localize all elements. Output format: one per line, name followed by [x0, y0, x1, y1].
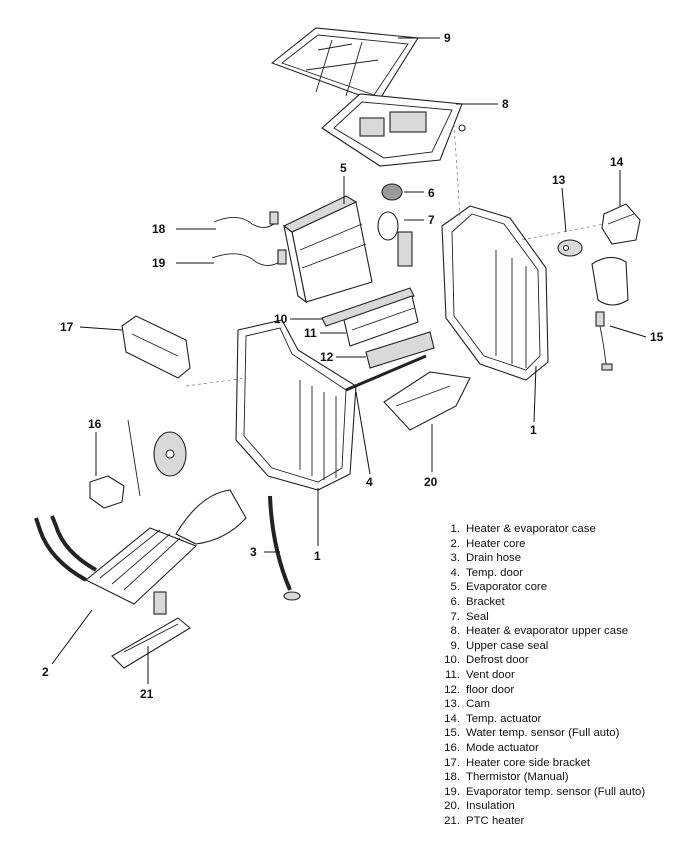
legend-item: 9.Upper case seal — [450, 639, 549, 652]
part-ptc-heater — [111, 591, 191, 669]
part-duct-right — [591, 256, 629, 306]
callout-16: 16 — [88, 417, 102, 431]
part-bracket — [381, 183, 403, 201]
part-vent-door — [343, 295, 419, 347]
part-evaporator-temp-sensor — [211, 249, 287, 266]
callout-4: 4 — [366, 475, 373, 489]
callout-8: 8 — [502, 97, 509, 111]
callout-10: 10 — [274, 312, 288, 326]
callout-19: 19 — [152, 256, 166, 270]
part-cam — [557, 239, 583, 257]
callout-17: 17 — [60, 320, 74, 334]
part-heater-core — [34, 515, 198, 605]
part-mode-actuator — [89, 419, 187, 509]
callout-11: 11 — [304, 326, 317, 340]
callout-21: 21 — [140, 687, 154, 701]
legend-item: 11.Vent door — [445, 668, 515, 681]
callout-9: 9 — [444, 31, 451, 45]
part-heater-evaporator-case-left — [235, 319, 357, 491]
legend-item: 3.Drain hose — [450, 552, 522, 565]
callout-15: 15 — [650, 330, 664, 344]
callout-14: 14 — [610, 155, 624, 169]
callout-12: 12 — [320, 350, 334, 364]
callout-5: 5 — [340, 161, 347, 175]
part-heater-evaporator-case-right — [441, 205, 549, 381]
callout-2: 2 — [42, 665, 49, 679]
legend-item: 19.Evaporator temp. sensor (Full auto) — [444, 785, 646, 798]
part-temp-door — [345, 354, 427, 392]
part-seal — [377, 211, 413, 267]
parts-legend: 1.Heater & evaporator case 2.Heater core… — [438, 522, 698, 828]
legend-item: 16.Mode actuator — [444, 741, 539, 754]
part-insulation — [383, 371, 471, 431]
part-upper-case-seal — [270, 27, 419, 103]
legend-item: 20.Insulation — [444, 800, 515, 813]
part-evaporator-core — [282, 195, 373, 304]
callout-20: 20 — [424, 475, 438, 489]
part-temp-actuator — [601, 203, 641, 245]
legend-item: 18.Thermistor (Manual) — [444, 771, 569, 784]
callout-1-left: 1 — [314, 549, 321, 563]
part-floor-door — [365, 331, 435, 369]
callout-13: 13 — [552, 173, 566, 187]
legend-item: 21.PTC heater — [444, 814, 525, 827]
callout-1-right: 1 — [530, 423, 537, 437]
legend-item: 6.Bracket — [450, 595, 505, 608]
part-duct-lower — [175, 489, 247, 545]
legend-item: 5.Evaporator core — [450, 581, 548, 594]
callout-7: 7 — [428, 213, 435, 227]
legend-item: 17.Heater core side bracket — [444, 756, 591, 769]
legend-item: 15.Water temp. sensor (Full auto) — [444, 727, 620, 740]
legend-item: 7.Seal — [450, 610, 489, 623]
legend-item: 13.Cam — [444, 698, 491, 711]
legend-item: 4.Temp. door — [450, 566, 523, 579]
callout-6: 6 — [428, 186, 435, 200]
legend-item: 2.Heater core — [450, 537, 526, 550]
callout-18: 18 — [152, 222, 166, 236]
legend-item: 10.Defrost door — [444, 654, 529, 667]
legend-item: 14.Temp. actuator — [444, 712, 542, 725]
legend-item: 1.Heater & evaporator case — [450, 523, 596, 535]
leader-lines — [51, 37, 647, 684]
part-defrost-door — [321, 287, 415, 327]
callout-3: 3 — [250, 545, 257, 559]
part-drain-hose — [268, 495, 301, 601]
legend-item: 8.Heater & evaporator upper case — [450, 625, 629, 638]
part-heater-core-side-bracket — [121, 315, 191, 379]
part-water-temp-sensor — [595, 311, 613, 371]
part-thermistor — [213, 211, 279, 228]
legend-item: 12.floor door — [444, 683, 515, 696]
part-upper-case — [321, 93, 466, 167]
